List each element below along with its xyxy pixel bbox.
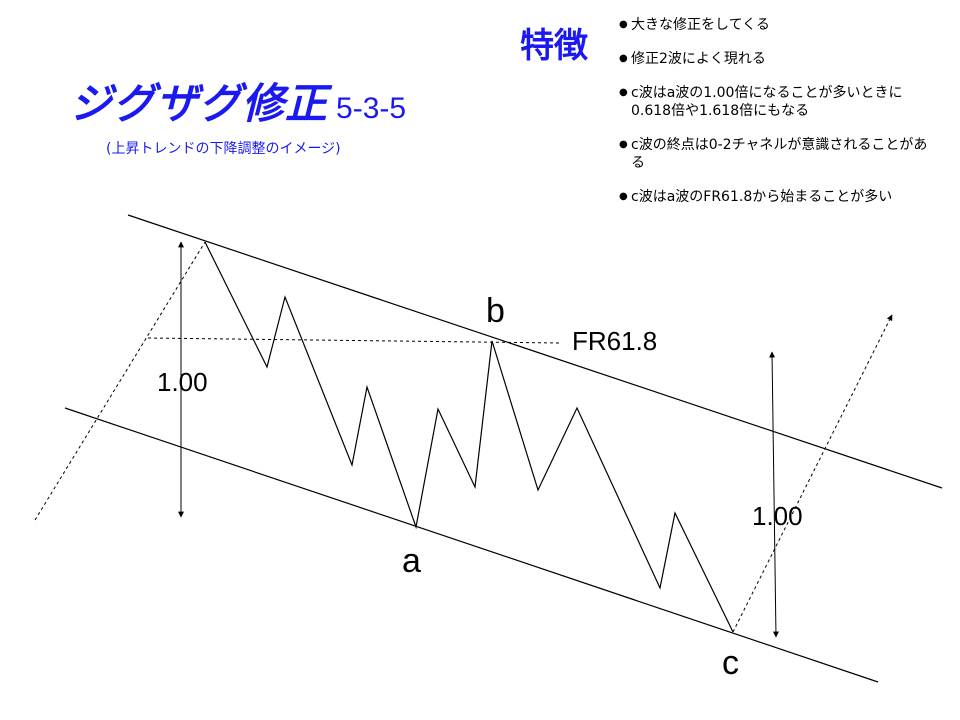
feature-item: c波はa波のFR61.8から始まることが多い (619, 188, 941, 206)
point-c-label: c (722, 644, 739, 682)
subtitle: (上昇トレンドの下降調整のイメージ) (106, 141, 341, 157)
pattern-number: 5-3-5 (336, 92, 407, 125)
feature-item: 修正2波によく現れる (619, 50, 941, 68)
title-text: ジグザグ修正 (70, 79, 329, 128)
feature-item: c波の終点は0-2チャネルが意識されることがある (619, 136, 941, 172)
ratio-left-label: 1.00 (157, 367, 208, 397)
features-list: 大きな修正をしてくる 修正2波によく現れる c波はa波の1.00倍になることが多… (619, 16, 941, 222)
zigzag-wave (204, 241, 734, 633)
upper-channel-line (127, 214, 943, 489)
feature-item: c波はa波の1.00倍になることが多いときに0.618倍や1.618倍にもなる (619, 84, 941, 120)
feature-item: 大きな修正をしてくる (619, 16, 941, 34)
features-label: 特徴 (520, 26, 588, 66)
right-measure-arrow (769, 351, 779, 638)
next-trend-dashed-arrow (732, 314, 893, 633)
point-a-label: a (402, 542, 421, 580)
lower-channel-line (64, 407, 879, 683)
prior-trend-dashed-line (34, 241, 206, 521)
fr-level-label: FR61.8 (572, 326, 658, 356)
point-b-label: b (486, 292, 505, 330)
ratio-right-label: 1.00 (752, 501, 803, 531)
